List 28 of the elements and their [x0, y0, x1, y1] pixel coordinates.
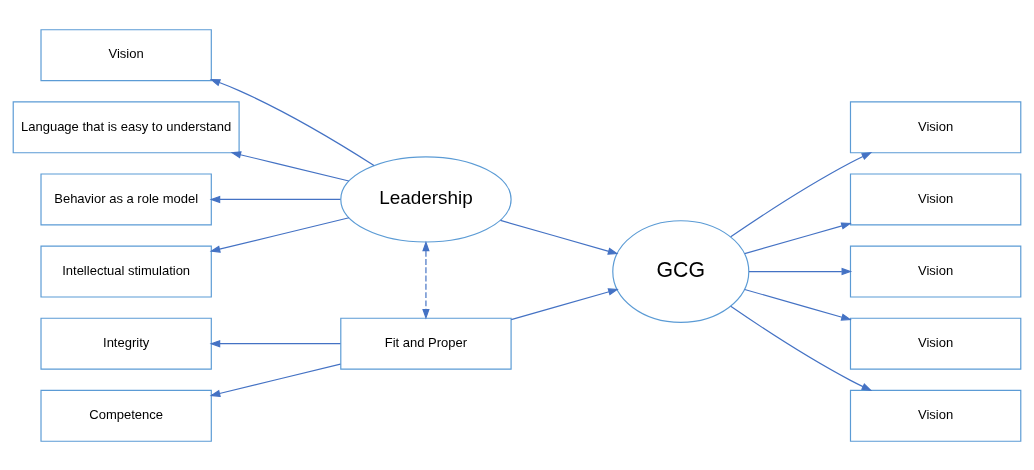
node-box: Integrity [40, 317, 212, 370]
arrow [209, 363, 341, 397]
node-box: Vision [849, 172, 1022, 225]
node-box: Intellectual stimulation [40, 245, 212, 298]
arrow [730, 151, 873, 237]
node-ellipse: GCG [612, 219, 750, 323]
arrow [748, 267, 853, 275]
arrow [744, 221, 852, 254]
node-box: Vision [849, 245, 1022, 298]
node-box: Vision [40, 28, 212, 81]
arrow [209, 339, 341, 347]
arrow [422, 240, 430, 320]
node-box: Fit and Proper [340, 317, 512, 370]
arrow [744, 288, 852, 321]
arrow [209, 216, 350, 253]
node-box: Vision [849, 100, 1022, 153]
arrow [499, 219, 619, 255]
node-box: Vision [849, 317, 1022, 370]
arrow [230, 150, 350, 182]
node-ellipse: Leadership [340, 155, 512, 243]
node-box: Behavior as a role model [40, 172, 212, 225]
node-box: Language that is easy to understand [12, 100, 240, 153]
arrow [209, 195, 341, 203]
arrow [510, 287, 619, 320]
arrow [209, 78, 375, 166]
node-box: Vision [849, 389, 1022, 442]
arrow [730, 305, 873, 391]
node-box: Competence [40, 389, 212, 442]
